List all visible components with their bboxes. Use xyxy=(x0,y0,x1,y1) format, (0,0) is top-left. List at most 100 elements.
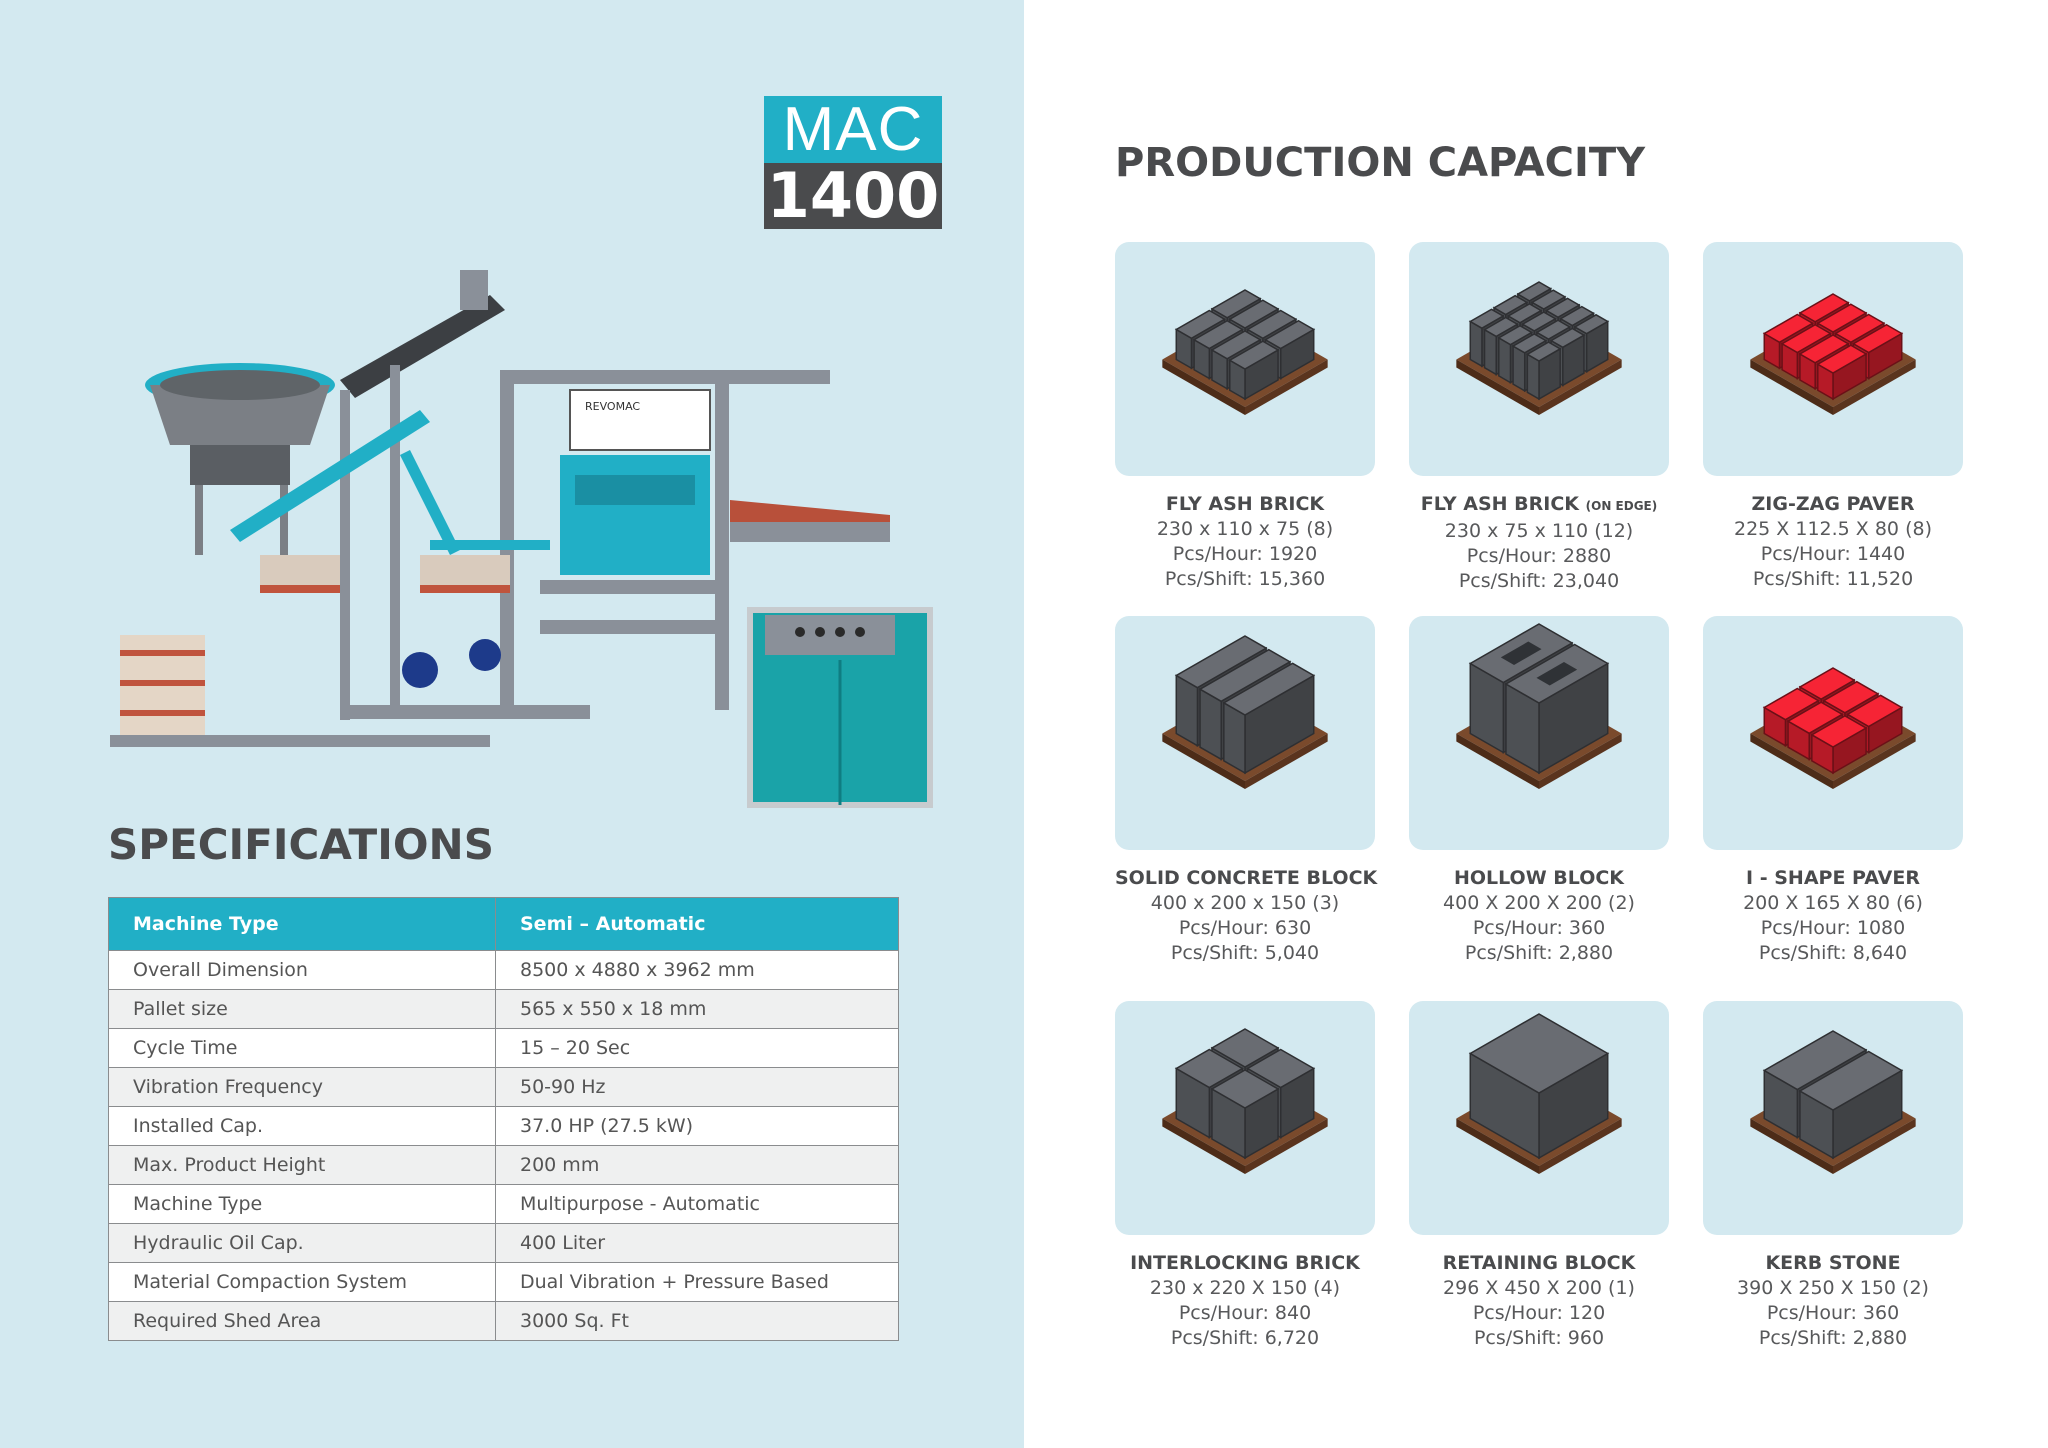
product-name: HOLLOW BLOCK xyxy=(1453,867,1625,889)
product-image xyxy=(1703,616,1963,850)
product-card: FLY ASH BRICK 230 x 110 x 75 (8) Pcs/Hou… xyxy=(1115,242,1375,592)
product-card: SOLID CONCRETE BLOCK 400 x 200 x 150 (3)… xyxy=(1115,616,1378,966)
product-image xyxy=(1409,242,1669,476)
product-card: RETAINING BLOCK 296 X 450 X 200 (1) Pcs/… xyxy=(1409,1001,1669,1351)
product-image xyxy=(1115,242,1375,476)
spec-value: 400 Liter xyxy=(495,1223,899,1263)
product-size: 400 x 200 x 150 (3) xyxy=(1150,892,1340,914)
spec-label: Vibration Frequency xyxy=(108,1067,496,1107)
zigzag-paver-icon xyxy=(1750,293,1916,415)
product-image xyxy=(1115,1001,1375,1235)
kerb-stone-icon xyxy=(1750,1030,1916,1174)
product-per-shift: Pcs/Shift: 960 xyxy=(1473,1327,1605,1349)
production-capacity-title: PRODUCTION CAPACITY xyxy=(1115,140,1646,186)
product-per-hour: Pcs/Hour: 1080 xyxy=(1760,917,1906,939)
product-per-hour: Pcs/Hour: 360 xyxy=(1766,1302,1900,1324)
spec-value: 50-90 Hz xyxy=(495,1067,899,1107)
product-image xyxy=(1703,1001,1963,1235)
product-name: SOLID CONCRETE BLOCK xyxy=(1115,867,1378,889)
product-per-hour: Pcs/Hour: 360 xyxy=(1472,917,1606,939)
model-logo: MAC 1400 xyxy=(764,96,942,229)
specifications-title: SPECIFICATIONS xyxy=(108,820,494,869)
product-name: FLY ASH BRICK xyxy=(1165,493,1325,515)
product-per-hour: Pcs/Hour: 2880 xyxy=(1466,545,1612,567)
product-per-hour: Pcs/Hour: 1440 xyxy=(1760,543,1906,565)
product-name: KERB STONE xyxy=(1765,1252,1901,1274)
product-size: 296 X 450 X 200 (1) xyxy=(1443,1277,1635,1299)
spec-value: 565 x 550 x 18 mm xyxy=(495,989,899,1029)
product-card: FLY ASH BRICK (ON EDGE) 230 x 75 x 110 (… xyxy=(1409,242,1669,594)
product-size: 230 x 75 x 110 (12) xyxy=(1444,520,1634,542)
spec-value: Multipurpose - Automatic xyxy=(495,1184,899,1224)
spec-label: Material Compaction System xyxy=(108,1262,496,1302)
product-per-shift: Pcs/Shift: 15,360 xyxy=(1164,568,1326,590)
product-per-shift: Pcs/Shift: 2,880 xyxy=(1758,1327,1908,1349)
product-image xyxy=(1703,242,1963,476)
product-per-hour: Pcs/Hour: 1920 xyxy=(1172,543,1318,565)
product-size: 200 X 165 X 80 (6) xyxy=(1743,892,1923,914)
table-row: Installed Cap.37.0 HP (27.5 kW) xyxy=(108,1106,899,1146)
spec-value: 8500 x 4880 x 3962 mm xyxy=(495,950,899,990)
solid-block-icon xyxy=(1162,635,1328,789)
specifications-table: Machine Type Semi – Automatic Overall Di… xyxy=(108,897,899,1341)
product-name: ZIG-ZAG PAVER xyxy=(1751,493,1915,515)
product-note: (ON EDGE) xyxy=(1585,499,1658,513)
product-card: I - SHAPE PAVER 200 X 165 X 80 (6) Pcs/H… xyxy=(1703,616,1963,966)
spec-label: Required Shed Area xyxy=(108,1301,496,1341)
logo-line1: MAC xyxy=(764,96,942,163)
product-per-shift: Pcs/Shift: 5,040 xyxy=(1170,942,1320,964)
product-size: 390 X 250 X 150 (2) xyxy=(1737,1277,1929,1299)
logo-line2: 1400 xyxy=(764,163,942,229)
product-name: I - SHAPE PAVER xyxy=(1746,867,1920,889)
header-cell: Semi – Automatic xyxy=(495,897,899,951)
product-name: RETAINING BLOCK xyxy=(1442,1252,1636,1274)
product-card: KERB STONE 390 X 250 X 150 (2) Pcs/Hour:… xyxy=(1703,1001,1963,1351)
brick-grid-icon xyxy=(1162,289,1328,415)
product-card: INTERLOCKING BRICK 230 x 220 X 150 (4) P… xyxy=(1115,1001,1375,1351)
left-panel: MAC 1400 REVOMAC xyxy=(0,0,1024,1448)
product-size: 400 X 200 X 200 (2) xyxy=(1443,892,1635,914)
retaining-block-icon xyxy=(1456,1013,1622,1174)
product-size: 230 x 110 x 75 (8) xyxy=(1156,518,1334,540)
machine-illustration: REVOMAC xyxy=(110,270,933,808)
spec-label: Overall Dimension xyxy=(108,950,496,990)
brick-edge-icon xyxy=(1456,281,1622,415)
spec-value: 37.0 HP (27.5 kW) xyxy=(495,1106,899,1146)
product-per-shift: Pcs/Shift: 11,520 xyxy=(1752,568,1914,590)
interlocking-brick-icon xyxy=(1162,1028,1328,1174)
spec-value: Dual Vibration + Pressure Based xyxy=(495,1262,899,1302)
product-per-hour: Pcs/Hour: 630 xyxy=(1178,917,1312,939)
product-image xyxy=(1409,1001,1669,1235)
product-per-shift: Pcs/Shift: 23,040 xyxy=(1458,570,1620,592)
product-name: FLY ASH BRICK xyxy=(1420,493,1580,515)
product-per-hour: Pcs/Hour: 840 xyxy=(1178,1302,1312,1324)
spec-value: 3000 Sq. Ft xyxy=(495,1301,899,1341)
spec-label: Machine Type xyxy=(108,1184,496,1224)
spec-label: Max. Product Height xyxy=(108,1145,496,1185)
spec-value: 200 mm xyxy=(495,1145,899,1185)
product-per-hour: Pcs/Hour: 120 xyxy=(1472,1302,1606,1324)
spec-label: Hydraulic Oil Cap. xyxy=(108,1223,496,1263)
product-name: INTERLOCKING BRICK xyxy=(1130,1252,1360,1274)
spec-value: 15 – 20 Sec xyxy=(495,1028,899,1068)
product-card: ZIG-ZAG PAVER 225 X 112.5 X 80 (8) Pcs/H… xyxy=(1703,242,1963,592)
spec-label: Pallet size xyxy=(108,989,496,1029)
i-shape-paver-icon xyxy=(1750,667,1916,789)
spec-label: Installed Cap. xyxy=(108,1106,496,1146)
header-cell: Machine Type xyxy=(108,897,496,951)
machine-brand-label: REVOMAC xyxy=(585,400,640,413)
product-size: 230 x 220 X 150 (4) xyxy=(1149,1277,1341,1299)
hollow-block-icon xyxy=(1456,623,1622,789)
table-header-row: Machine Type Semi – Automatic xyxy=(108,897,899,951)
product-per-shift: Pcs/Shift: 6,720 xyxy=(1170,1327,1320,1349)
product-per-shift: Pcs/Shift: 8,640 xyxy=(1758,942,1908,964)
spec-label: Cycle Time xyxy=(108,1028,496,1068)
product-per-shift: Pcs/Shift: 2,880 xyxy=(1464,942,1614,964)
